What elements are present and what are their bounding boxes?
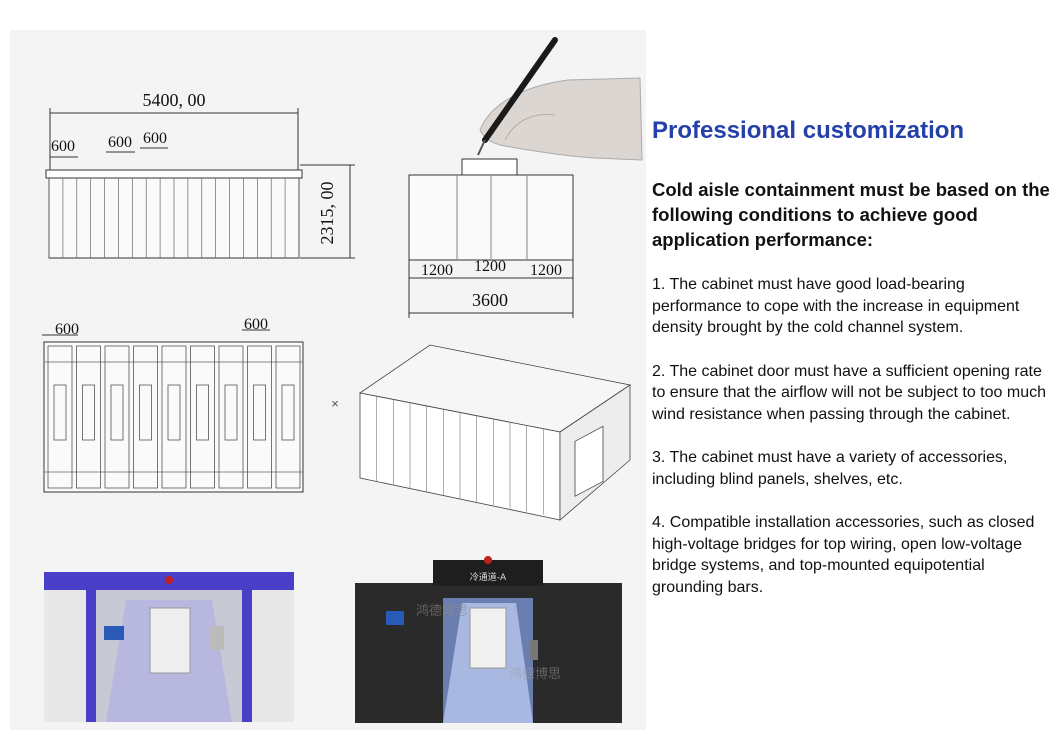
top-module	[247, 345, 272, 489]
module-width-dimension-1: 600	[51, 138, 75, 155]
top-module	[133, 345, 158, 489]
top-module-door	[110, 384, 124, 441]
top-module-door	[82, 384, 95, 441]
total-width-dimension: 5400, 00	[143, 90, 206, 110]
front-view-panels	[48, 178, 300, 258]
white-containment-photo	[44, 572, 294, 722]
module-width-dimension-3: 600	[143, 130, 167, 147]
side-segment-dimension-3: 1200	[530, 262, 562, 279]
hand-pen-illustration	[477, 37, 643, 161]
cold-aisle-header-label: 冷通道-A	[470, 571, 507, 583]
isometric-drawing	[358, 344, 632, 521]
top-module	[104, 345, 130, 489]
top-module	[47, 345, 73, 489]
side-view-drawing	[408, 158, 574, 318]
top-module	[190, 345, 215, 489]
point-1: 1. The cabinet must have good load-beari…	[652, 276, 1020, 336]
watermark-logo-2: 鸿德博思	[509, 666, 561, 682]
top-module	[218, 345, 244, 489]
top-module-door	[53, 384, 67, 441]
top-module-door	[196, 384, 209, 441]
isometric-panels	[376, 396, 544, 515]
page-title: Professional customization	[652, 117, 965, 144]
top-module	[76, 345, 101, 489]
watermark-logo: 鸿德博思	[416, 603, 468, 619]
side-segment-dimension-1: 1200	[421, 262, 453, 279]
cross-mark: ×	[331, 396, 339, 411]
top-module-door	[224, 384, 238, 441]
point-3: 3. The cabinet must have a variety of ac…	[652, 449, 1008, 488]
point-2: 2. The cabinet door must have a sufficie…	[652, 362, 1046, 423]
top-module-door	[167, 384, 181, 441]
point-4: 4. Compatible installation accessories, …	[652, 514, 1035, 596]
height-dimension: 2315, 00	[317, 182, 337, 245]
top-module-door	[281, 384, 295, 441]
side-total-dimension: 3600	[472, 290, 508, 310]
front-view-drawing	[45, 108, 355, 259]
text-column: Professional customization Cold aisle co…	[652, 115, 1052, 598]
black-containment-photo	[355, 556, 622, 723]
top-view-modules	[47, 345, 301, 489]
top-module-door	[253, 384, 266, 441]
top-module	[161, 345, 187, 489]
top-module-dimension-2: 600	[244, 316, 268, 333]
top-view-drawing	[42, 329, 304, 493]
top-module-dimension-1: 600	[55, 321, 79, 338]
module-width-dimension-2: 600	[108, 134, 132, 151]
top-module-door	[139, 384, 152, 441]
side-segment-dimension-2: 1200	[474, 258, 506, 275]
top-module	[275, 345, 301, 489]
subtitle: Cold aisle containment must be based on …	[652, 179, 1050, 250]
